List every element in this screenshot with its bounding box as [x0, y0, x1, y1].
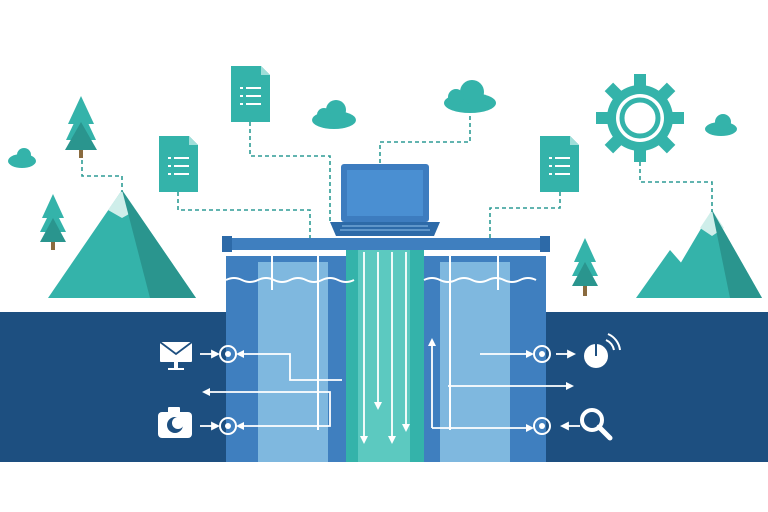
pine-tree-icon: [40, 194, 66, 250]
mountain-icon-right: [636, 210, 762, 298]
cloud-icon: [444, 80, 496, 113]
gear-icon: [596, 74, 684, 162]
mountain-icon-left: [48, 190, 196, 298]
pine-tree-icon: [65, 96, 97, 158]
cloud-icon: [705, 114, 737, 136]
dashed-connectors: [81, 116, 713, 238]
sensor-node: [533, 417, 551, 435]
arrow-heads: [202, 338, 574, 444]
laptop-icon: [330, 164, 440, 236]
document-icon: [540, 136, 579, 192]
camera-icon: [158, 407, 192, 438]
flow-arrows: [210, 252, 566, 440]
cloud-icon: [8, 148, 36, 168]
mail-monitor-icon: [159, 341, 193, 370]
side-arrows: [200, 349, 580, 431]
signal-gauge-icon: [584, 333, 621, 368]
pine-tree-icon: [572, 238, 598, 296]
magnifier-icon: [580, 408, 613, 441]
cloud-icon: [312, 100, 356, 129]
document-icon: [231, 66, 270, 122]
document-icon: [159, 136, 198, 192]
sensor-node: [533, 345, 551, 363]
